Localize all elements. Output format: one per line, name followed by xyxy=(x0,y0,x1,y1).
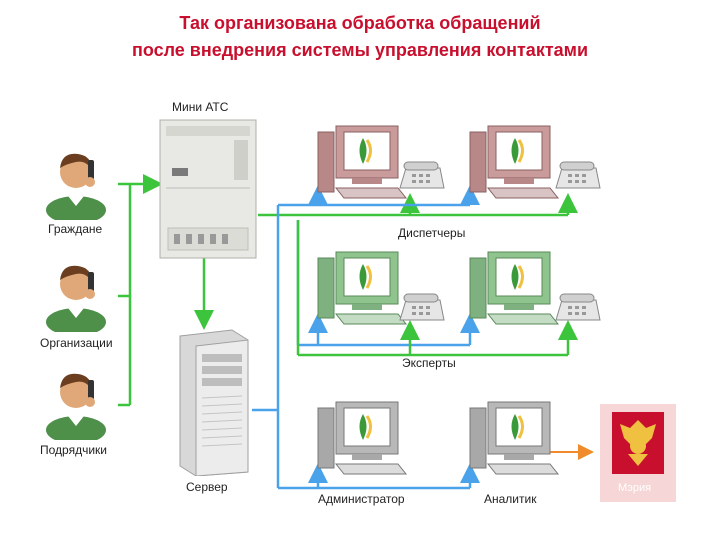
server-tower-icon xyxy=(179,329,249,476)
person-with-phone-icon xyxy=(46,373,106,440)
workstation-icon xyxy=(469,401,560,475)
label-dispatchers: Диспетчеры xyxy=(398,226,466,240)
person-with-phone-icon xyxy=(46,265,106,332)
workstation-icon xyxy=(469,125,560,199)
desk-phone-icon xyxy=(555,161,601,189)
mini-ats-icon xyxy=(159,119,257,259)
desk-phone-icon xyxy=(399,293,445,321)
label-citizens: Граждане xyxy=(48,222,103,236)
title-line-2: после внедрения системы управления конта… xyxy=(131,40,589,60)
desk-phone-icon xyxy=(399,161,445,189)
coat-of-arms-icon xyxy=(612,412,664,474)
label-experts: Эксперты xyxy=(402,356,456,370)
person-with-phone-icon xyxy=(46,153,106,220)
label-contractors: Подрядчики xyxy=(40,443,107,457)
label-mini-ats: Мини АТС xyxy=(172,100,229,114)
label-administrator: Администратор xyxy=(318,492,405,506)
workstation-icon xyxy=(317,251,408,325)
desk-phone-icon xyxy=(555,293,601,321)
workstation-icon xyxy=(317,125,408,199)
title-line-1: Так организована обработка обращений xyxy=(179,13,541,33)
workstation-icon xyxy=(469,251,560,325)
label-server: Сервер xyxy=(186,480,228,494)
label-analyst: Аналитик xyxy=(484,492,537,506)
label-organizations: Организации xyxy=(40,336,113,350)
workstation-icon xyxy=(317,401,408,475)
mayor-office-card: Мэрия xyxy=(600,404,676,502)
label-mayor: Мэрия xyxy=(618,482,652,494)
